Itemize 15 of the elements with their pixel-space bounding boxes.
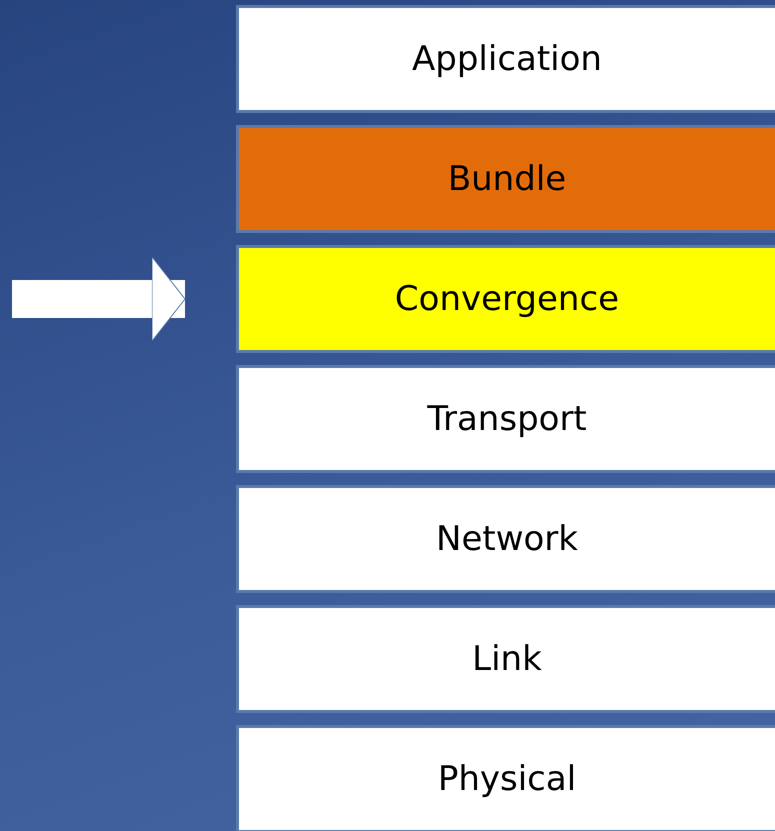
layer-label: Transport [427, 399, 587, 439]
layer-box [236, 485, 775, 593]
layer-box [236, 605, 775, 713]
layer-box [236, 365, 775, 473]
layer-label: Link [472, 639, 542, 679]
layer-label: Network [436, 519, 578, 559]
layer-box [236, 725, 775, 831]
layer-box [236, 245, 775, 353]
layer-label: Physical [438, 759, 576, 799]
layer-label: Bundle [448, 159, 566, 199]
block-arrow [12, 256, 186, 342]
layer-label: Application [412, 39, 602, 79]
layer-box [236, 5, 775, 113]
layer-label: Convergence [394, 279, 620, 319]
layer-box [236, 125, 775, 233]
